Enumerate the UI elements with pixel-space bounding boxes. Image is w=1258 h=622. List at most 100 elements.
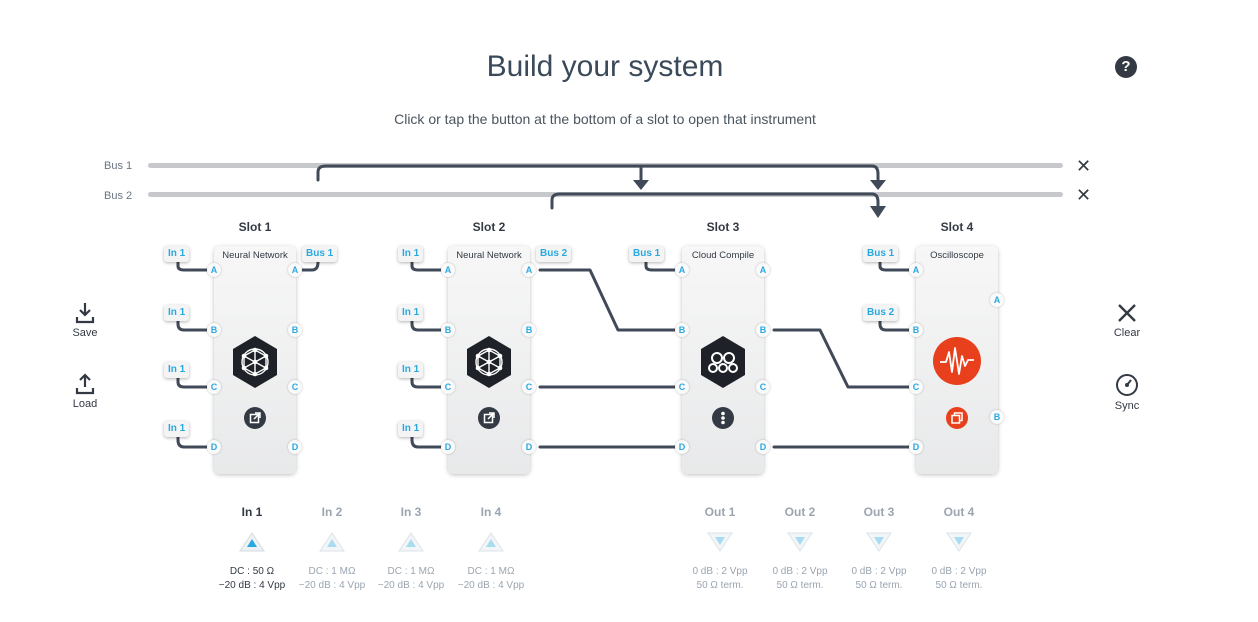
slot-1-instrument-name: Neural Network <box>222 250 288 261</box>
slot-2-input-c[interactable]: C <box>441 380 455 394</box>
input-1-spec-1: DC : 50 Ω <box>229 566 275 577</box>
slot-3-title: Slot 3 <box>706 220 740 234</box>
slot-4-input-a-tag[interactable]: Bus 1 <box>863 246 899 262</box>
slot-1-output-a[interactable]: A <box>288 263 302 277</box>
slot-1-input-b-tag[interactable]: In 1 <box>164 305 190 321</box>
slot-1-input-a[interactable]: A <box>207 263 221 277</box>
slot-1-output-b[interactable]: B <box>288 323 302 337</box>
slot-4-output-b[interactable]: B <box>990 410 1004 424</box>
slot-2-input-c-tag[interactable]: In 1 <box>398 362 424 378</box>
slot-2-instrument-name: Neural Network <box>456 250 522 261</box>
slot-3-card[interactable]: Cloud Compile <box>682 246 764 474</box>
output-4-spec-1: 0 dB : 2 Vpp <box>931 566 987 577</box>
bus-1-arrow-slot4 <box>870 180 886 190</box>
slot-2-output-a-tag[interactable]: Bus 2 <box>536 246 572 262</box>
input-2-label: In 2 <box>321 505 343 519</box>
slot-4-instrument-name: Oscilloscope <box>930 250 984 261</box>
slot-1-open-button[interactable] <box>244 407 266 429</box>
slot-2-input-b-tag[interactable]: In 1 <box>398 305 424 321</box>
slot-4-output-a[interactable]: A <box>990 293 1004 307</box>
input-1-button[interactable] <box>239 531 265 553</box>
output-2-button[interactable] <box>787 531 813 553</box>
slot-4-card[interactable]: Oscilloscope <box>916 246 998 474</box>
slot-2-input-a-tag[interactable]: In 1 <box>398 246 424 262</box>
save-button[interactable]: Save <box>65 302 105 339</box>
bus-1-label: Bus 1 <box>104 160 133 172</box>
wire-slot2a-slot3b <box>538 268 684 332</box>
slot-3-output-b[interactable]: B <box>756 323 770 337</box>
slot-4-input-c[interactable]: C <box>909 380 923 394</box>
slot-1-input-c[interactable]: C <box>207 380 221 394</box>
slot-2-output-b[interactable]: B <box>522 323 536 337</box>
output-1-button[interactable] <box>707 531 733 553</box>
slot-4-input-d[interactable]: D <box>909 440 923 454</box>
more-vertical-icon <box>721 411 725 425</box>
input-4-label: In 4 <box>480 505 502 519</box>
gauge-icon <box>1116 374 1138 396</box>
slot-1-card[interactable]: Neural Network <box>214 246 296 474</box>
output-3-spec-2: 50 Ω term. <box>855 580 903 591</box>
slot-4-input-b-tag[interactable]: Bus 2 <box>863 305 899 321</box>
slot-2-output-a[interactable]: A <box>522 263 536 277</box>
slot-2-title: Slot 2 <box>472 220 506 234</box>
input-2-button[interactable] <box>319 531 345 553</box>
load-button[interactable]: Load <box>65 373 105 410</box>
slot-1-output-d[interactable]: D <box>288 440 302 454</box>
slot-4-input-b[interactable]: B <box>909 323 923 337</box>
slot-4-open-button[interactable] <box>946 407 968 429</box>
slot-3-input-c[interactable]: C <box>675 380 689 394</box>
cloud-compile-icon <box>701 336 745 388</box>
slot-2-input-b[interactable]: B <box>441 323 455 337</box>
slot-1-input-d[interactable]: D <box>207 440 221 454</box>
slot-1-input-c-tag[interactable]: In 1 <box>164 362 190 378</box>
output-4-label: Out 4 <box>943 505 975 519</box>
slot-3-input-b[interactable]: B <box>675 323 689 337</box>
slot-1-output-a-tag[interactable]: Bus 1 <box>302 246 338 262</box>
input-2-spec-1: DC : 1 MΩ <box>308 566 356 577</box>
slot-2-open-button[interactable] <box>478 407 500 429</box>
slot-3-output-d[interactable]: D <box>756 440 770 454</box>
slot-4-input-a[interactable]: A <box>909 263 923 277</box>
bus-1-close-icon[interactable]: ✕ <box>1076 156 1092 176</box>
slot-2-output-d[interactable]: D <box>522 440 536 454</box>
bus-2-label: Bus 2 <box>104 190 133 202</box>
oscilloscope-icon <box>933 337 981 385</box>
external-open-icon <box>483 412 495 424</box>
slot-1-input-b[interactable]: B <box>207 323 221 337</box>
input-4-spec-1: DC : 1 MΩ <box>467 566 515 577</box>
help-icon[interactable]: ? <box>1115 56 1137 78</box>
slot-3-output-c[interactable]: C <box>756 380 770 394</box>
slot-2-input-d[interactable]: D <box>441 440 455 454</box>
external-open-icon <box>249 412 261 424</box>
slot-1-input-d-tag[interactable]: In 1 <box>164 421 190 437</box>
slot-2-input-d-tag[interactable]: In 1 <box>398 421 424 437</box>
input-1-spec-2: −20 dB : 4 Vpp <box>218 580 286 591</box>
input-4-button[interactable] <box>478 531 504 553</box>
input-3-button[interactable] <box>398 531 424 553</box>
input-1-label: In 1 <box>241 505 263 519</box>
sync-button[interactable]: Sync <box>1107 373 1147 412</box>
clear-button[interactable]: Clear <box>1107 302 1147 339</box>
slot-3-input-a-tag[interactable]: Bus 1 <box>629 246 665 262</box>
input-4-spec-2: −20 dB : 4 Vpp <box>457 580 525 591</box>
output-2-spec-2: 50 Ω term. <box>776 580 824 591</box>
slot-3-menu-button[interactable] <box>712 407 734 429</box>
output-3-label: Out 3 <box>863 505 895 519</box>
slot-1-title: Slot 1 <box>238 220 272 234</box>
slot-3-input-d[interactable]: D <box>675 440 689 454</box>
slot-3-output-a[interactable]: A <box>756 263 770 277</box>
output-2-label: Out 2 <box>784 505 816 519</box>
bus-2-close-icon[interactable]: ✕ <box>1076 185 1092 205</box>
slot-2-input-a[interactable]: A <box>441 263 455 277</box>
clear-label: Clear <box>1113 327 1141 339</box>
slot-1-input-a-tag[interactable]: In 1 <box>164 246 190 262</box>
slot-3-input-a[interactable]: A <box>675 263 689 277</box>
slot-1-output-c[interactable]: C <box>288 380 302 394</box>
output-4-button[interactable] <box>946 531 972 553</box>
sync-label: Sync <box>1114 400 1140 412</box>
neural-network-icon <box>233 336 277 388</box>
slot-2-output-c[interactable]: C <box>522 380 536 394</box>
wire-slot3b-slot4c <box>772 328 918 389</box>
output-3-button[interactable] <box>866 531 892 553</box>
slot-2-card[interactable]: Neural Network <box>448 246 530 474</box>
